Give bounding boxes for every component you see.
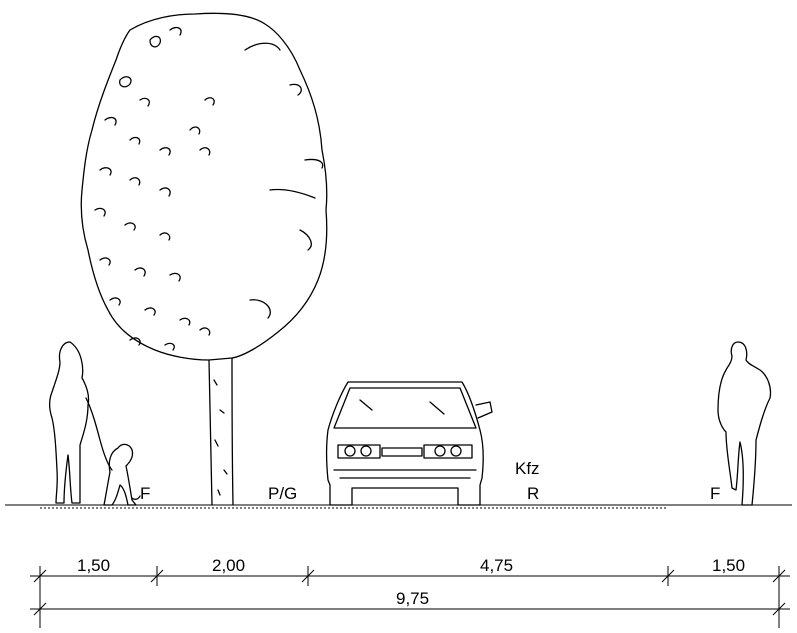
zone-label-f-left: F: [140, 484, 151, 503]
zone-label-r: R: [527, 484, 540, 503]
car-icon: [325, 381, 493, 506]
tree-icon: [80, 12, 328, 506]
dimension-label-1: 1,50: [77, 556, 111, 575]
dimension-lines: [30, 566, 790, 628]
ground-line: [5, 504, 792, 509]
dimension-label-3: 4,75: [480, 556, 514, 575]
pedestrian-woman-icon: [49, 341, 113, 504]
zone-label-pg: P/G: [268, 484, 298, 503]
zone-label-kfz: Kfz: [515, 459, 540, 478]
pedestrian-man-icon: [717, 341, 772, 506]
zone-label-f-right: F: [710, 484, 721, 503]
dimension-label-total: 9,75: [396, 589, 430, 608]
dimension-label-2: 2,00: [212, 556, 246, 575]
tree-crown: [80, 12, 328, 361]
tree-trunk: [208, 357, 234, 506]
dimension-label-4: 1,50: [712, 556, 746, 575]
dog-icon: [103, 443, 141, 506]
